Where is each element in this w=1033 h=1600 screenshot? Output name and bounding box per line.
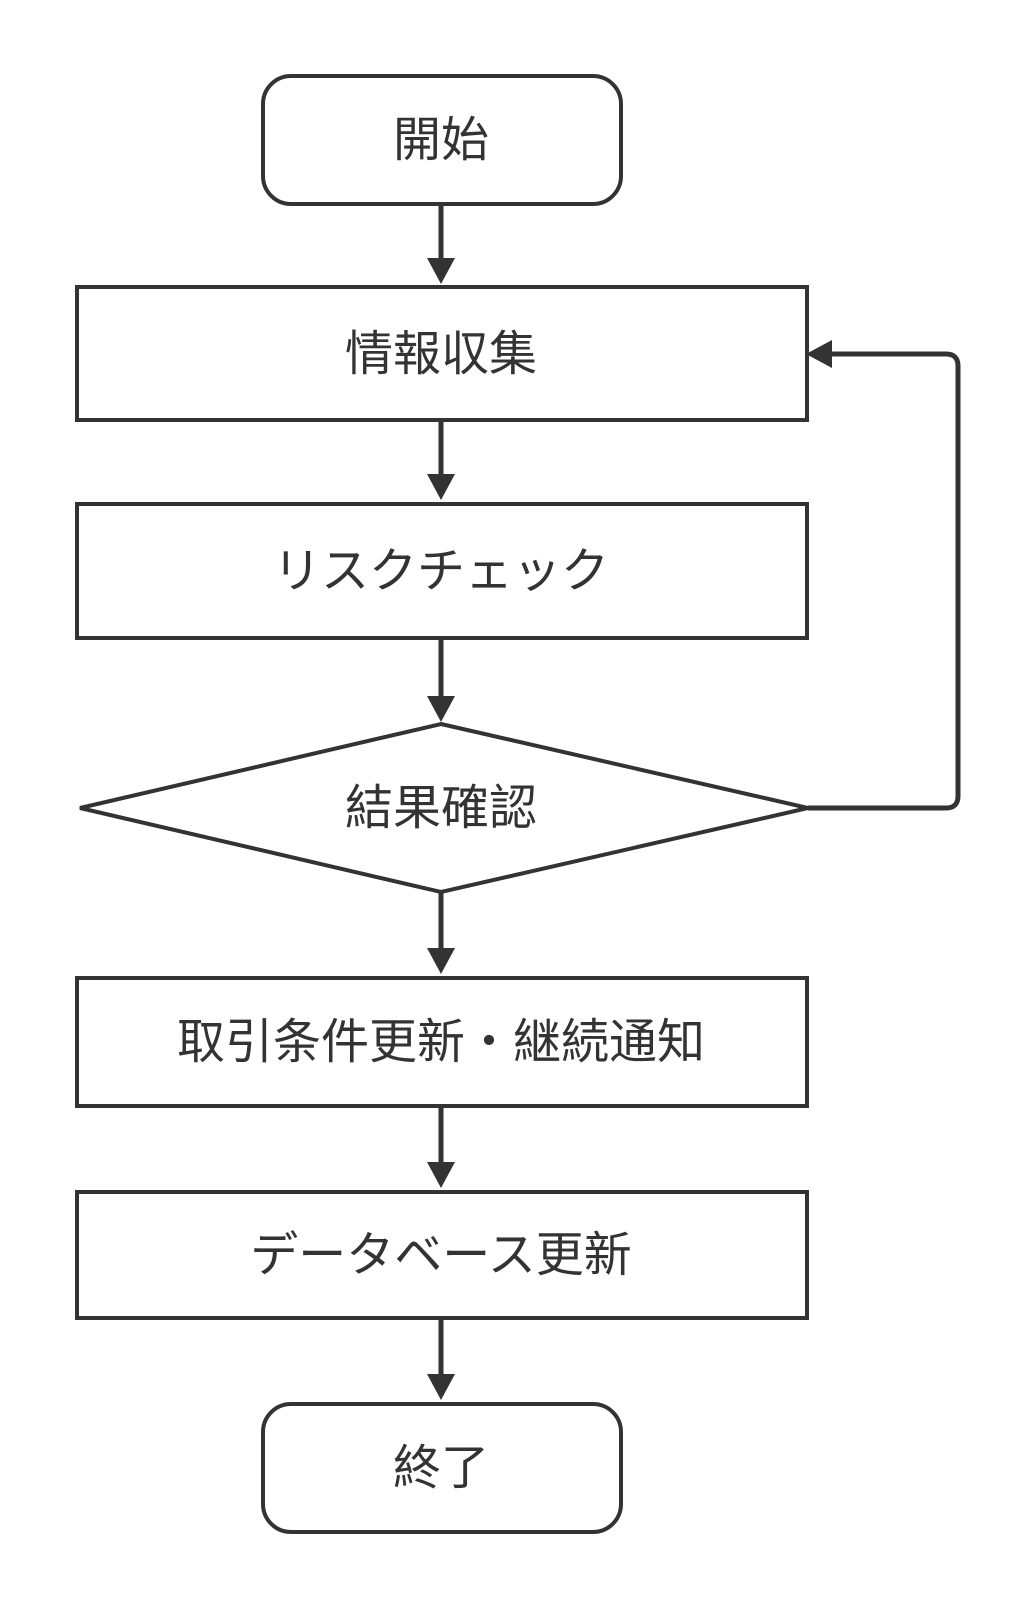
node-end: 終了 (261, 1402, 623, 1534)
process-shape (75, 285, 809, 422)
node-result-check-label: 結果確認 (345, 780, 537, 836)
flow-edges (427, 204, 961, 1400)
node-risk-check-label: リスクチェック (273, 543, 609, 599)
node-start-label: 開始 (393, 112, 489, 168)
edge-update-notify-to-db-update (427, 1106, 455, 1188)
node-collect-label: 情報収集 (345, 326, 537, 382)
decision-shape (79, 721, 809, 895)
edge-result-check-to-collect (806, 340, 961, 811)
terminator-shape (261, 1402, 623, 1534)
node-risk-check: リスクチェック (75, 502, 809, 640)
terminator-shape (261, 74, 623, 206)
node-result-check: 結果確認 (79, 721, 809, 895)
node-start: 開始 (261, 74, 623, 206)
process-shape (75, 976, 809, 1108)
edge-start-to-collect (427, 204, 455, 284)
process-shape (75, 502, 809, 640)
node-db-update-label: データベース更新 (250, 1227, 632, 1283)
edge-collect-to-risk-check (427, 420, 455, 500)
node-collect: 情報収集 (75, 285, 809, 422)
edge-result-check-to-update-notify (427, 892, 455, 974)
node-update-notify: 取引条件更新・継続通知 (75, 976, 809, 1108)
node-update-notify-label: 取引条件更新・継続通知 (177, 1014, 705, 1070)
edge-db-update-to-end (427, 1318, 455, 1400)
node-db-update: データベース更新 (75, 1190, 809, 1320)
process-shape (75, 1190, 809, 1320)
node-end-label: 終了 (393, 1440, 489, 1496)
edge-risk-check-to-result-check (427, 638, 455, 722)
